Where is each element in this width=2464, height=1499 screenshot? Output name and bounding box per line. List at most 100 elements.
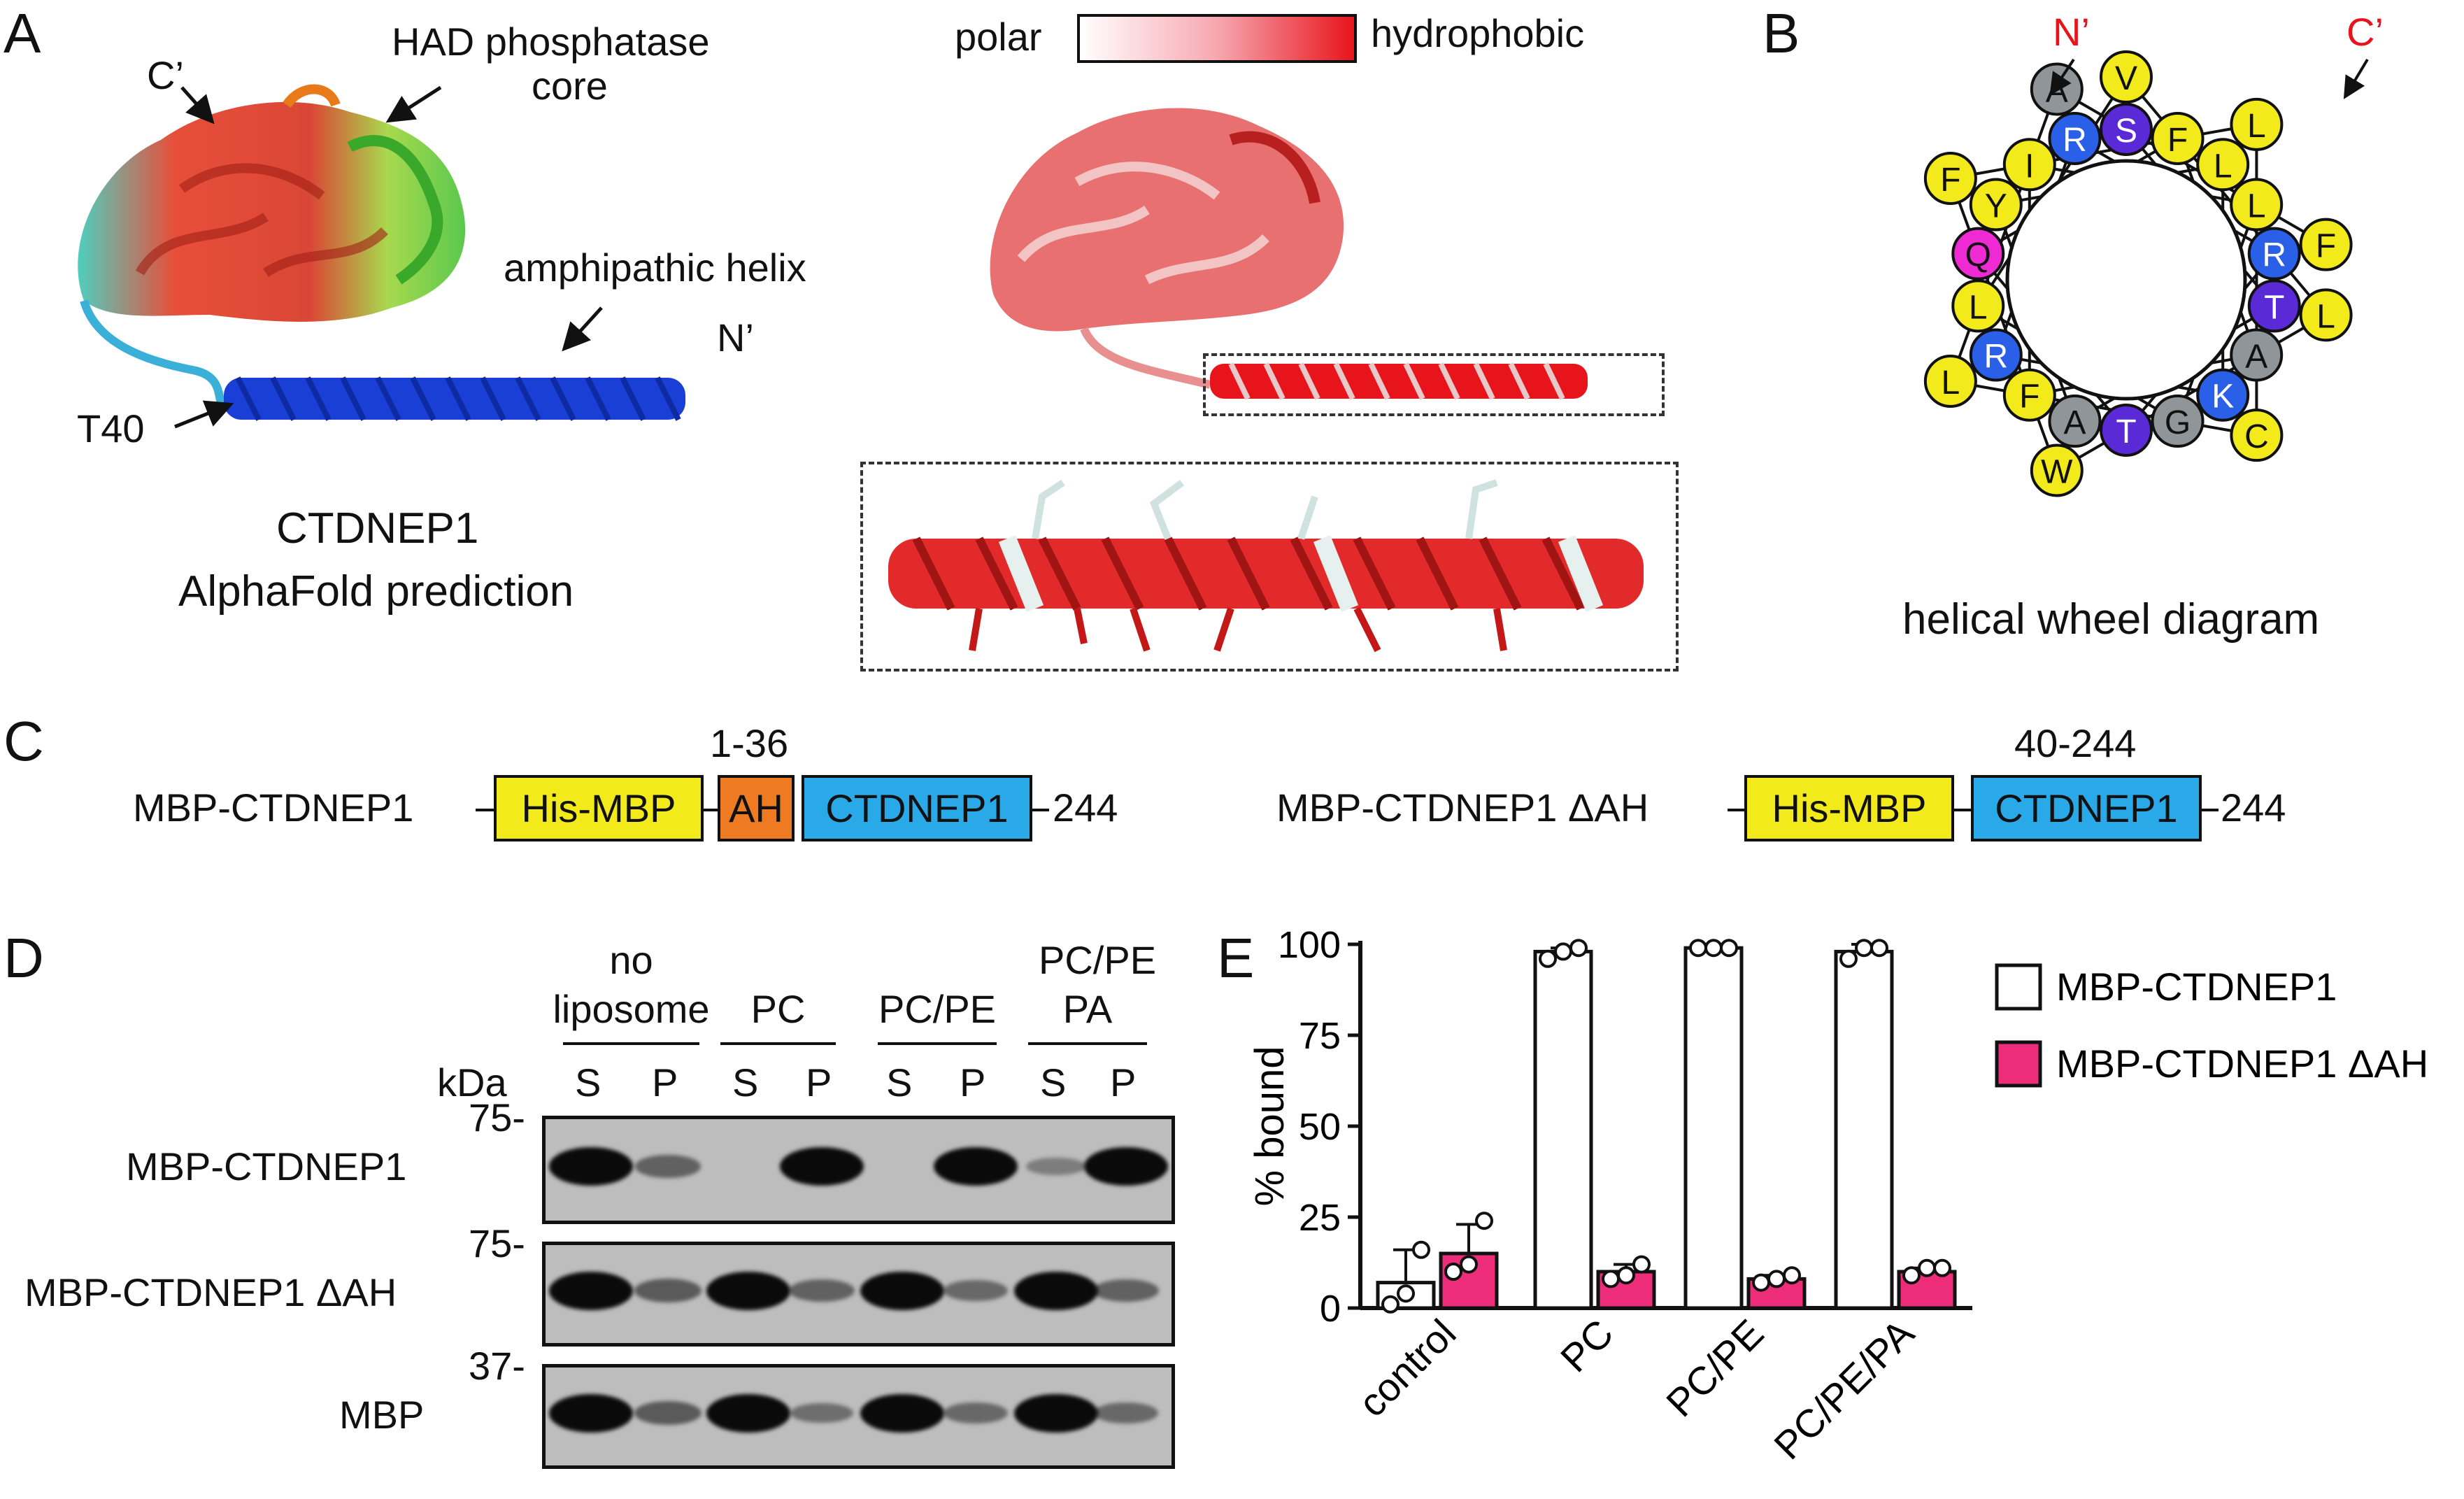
gel-band	[634, 1401, 702, 1425]
construct2-end: 244	[2221, 786, 2286, 830]
panel-label-a: A	[3, 2, 41, 64]
legend-swatch	[1995, 963, 2042, 1011]
c-prime-label-b: C’	[2347, 10, 2384, 54]
alphafold-structure-image	[78, 84, 685, 421]
helical-wheel-title: helical wheel diagram	[1902, 595, 2320, 644]
svg-text:L: L	[2247, 108, 2266, 145]
data-point	[1569, 939, 1588, 958]
hydrophobicity-structure-image	[990, 108, 1588, 400]
scale-polar-label: polar	[955, 15, 1042, 59]
wheel-residue: K	[2196, 368, 2250, 422]
svg-text:Y: Y	[1985, 188, 2007, 225]
group-underline	[563, 1042, 699, 1045]
lane-label: P	[1110, 1060, 1137, 1104]
svg-text:T: T	[2264, 289, 2284, 326]
x-category-label: control	[1350, 1311, 1464, 1425]
bar	[1683, 946, 1744, 1310]
data-point	[1870, 939, 1888, 958]
data-point	[1444, 1263, 1462, 1281]
wheel-residue: L	[1951, 279, 2005, 333]
blot-row-label: MBP-CTDNEP1	[126, 1144, 407, 1188]
t40-label: T40	[77, 406, 145, 450]
c-prime-label-a: C’	[147, 53, 184, 97]
lane-label: S	[732, 1060, 759, 1104]
wheel-residue: A	[2230, 328, 2284, 382]
group-underline	[878, 1042, 997, 1045]
data-point	[1720, 939, 1738, 958]
construct1-ah-box: AH	[718, 775, 795, 841]
wheel-residue: I	[2002, 138, 2056, 192]
svg-text:I: I	[2025, 148, 2034, 185]
lane-label: P	[806, 1060, 832, 1104]
legend-label: MBP-CTDNEP1	[2056, 965, 2337, 1009]
wheel-residue: L	[1923, 355, 1977, 408]
n-prime-label-a: N’	[717, 315, 754, 360]
svg-text:C: C	[2244, 418, 2269, 455]
wheel-residue: L	[2299, 288, 2353, 342]
wheel-residue: F	[2002, 368, 2056, 422]
construct2-line-left	[1728, 809, 1744, 811]
svg-text:L: L	[2214, 148, 2232, 185]
legend-label: MBP-CTDNEP1 ΔAH	[2056, 1042, 2428, 1086]
y-tick-label: 75	[1299, 1015, 1341, 1057]
wheel-residue: L	[2230, 97, 2284, 151]
molecular-weight-marker: 75-	[469, 1095, 525, 1139]
had-core-label-1: HAD phosphatase	[392, 20, 710, 64]
legend-swatch	[1995, 1040, 2042, 1088]
svg-text:W: W	[2041, 454, 2073, 491]
svg-text:F: F	[2167, 122, 2188, 159]
svg-text:R: R	[1984, 339, 2008, 376]
svg-text:T: T	[2116, 413, 2136, 450]
group-header-line1: PC/PE	[1039, 938, 1157, 982]
bar	[1533, 949, 1593, 1310]
svg-text:L: L	[1942, 364, 1960, 402]
svg-text:V: V	[2115, 60, 2137, 97]
data-point	[1475, 1212, 1493, 1230]
gel-band	[1084, 1147, 1168, 1186]
gel-band	[1093, 1279, 1159, 1302]
wheel-residue: Y	[1969, 178, 2023, 232]
lane-label: S	[886, 1060, 913, 1104]
group-header-line2: PC	[750, 987, 806, 1031]
data-point	[1412, 1240, 1430, 1259]
construct1-ah-range: 1-36	[710, 721, 789, 765]
data-point	[1381, 1295, 1400, 1314]
helix-zoom-box	[860, 462, 1679, 672]
data-point	[1704, 939, 1723, 958]
bar	[1834, 949, 1894, 1310]
gel-strip	[542, 1242, 1175, 1347]
had-core-label-2: core	[532, 64, 608, 108]
gel-band	[1094, 1402, 1158, 1424]
construct1-end: 244	[1053, 786, 1118, 830]
y-tick-label: 0	[1320, 1288, 1341, 1330]
svg-text:G: G	[2165, 404, 2191, 441]
gel-band	[934, 1147, 1018, 1186]
construct1-his-mbp-box: His-MBP	[494, 775, 704, 841]
construct2-his-mbp-box: His-MBP	[1744, 775, 1954, 841]
svg-text:L: L	[2316, 298, 2335, 335]
n-prime-label-b: N’	[2053, 10, 2090, 54]
wheel-residue: L	[2230, 178, 2284, 232]
data-point	[1460, 1255, 1478, 1274]
y-axis-label: % bound	[1247, 1046, 1292, 1207]
gel-band	[635, 1155, 701, 1178]
data-point	[1752, 1273, 1770, 1292]
x-category-label: PC/PE	[1658, 1311, 1772, 1425]
svg-text:K: K	[2212, 378, 2234, 415]
gel-band	[860, 1393, 944, 1433]
construct2-line-mid	[1954, 809, 1971, 811]
helix-highlight-box	[1203, 353, 1665, 416]
x-category-label: PC	[1552, 1311, 1622, 1381]
group-underline	[1028, 1042, 1147, 1045]
svg-text:F: F	[1940, 162, 1960, 199]
wheel-residue: R	[2048, 111, 2102, 165]
svg-text:Q: Q	[1965, 237, 1991, 274]
wheel-residue: F	[2151, 111, 2205, 165]
construct1-line-mid	[704, 809, 718, 811]
svg-text:F: F	[2019, 378, 2039, 415]
x-category-label: PC/PE/PA	[1765, 1310, 1923, 1468]
blot-row-label: MBP	[339, 1393, 425, 1437]
wheel-residue: C	[2230, 409, 2284, 462]
